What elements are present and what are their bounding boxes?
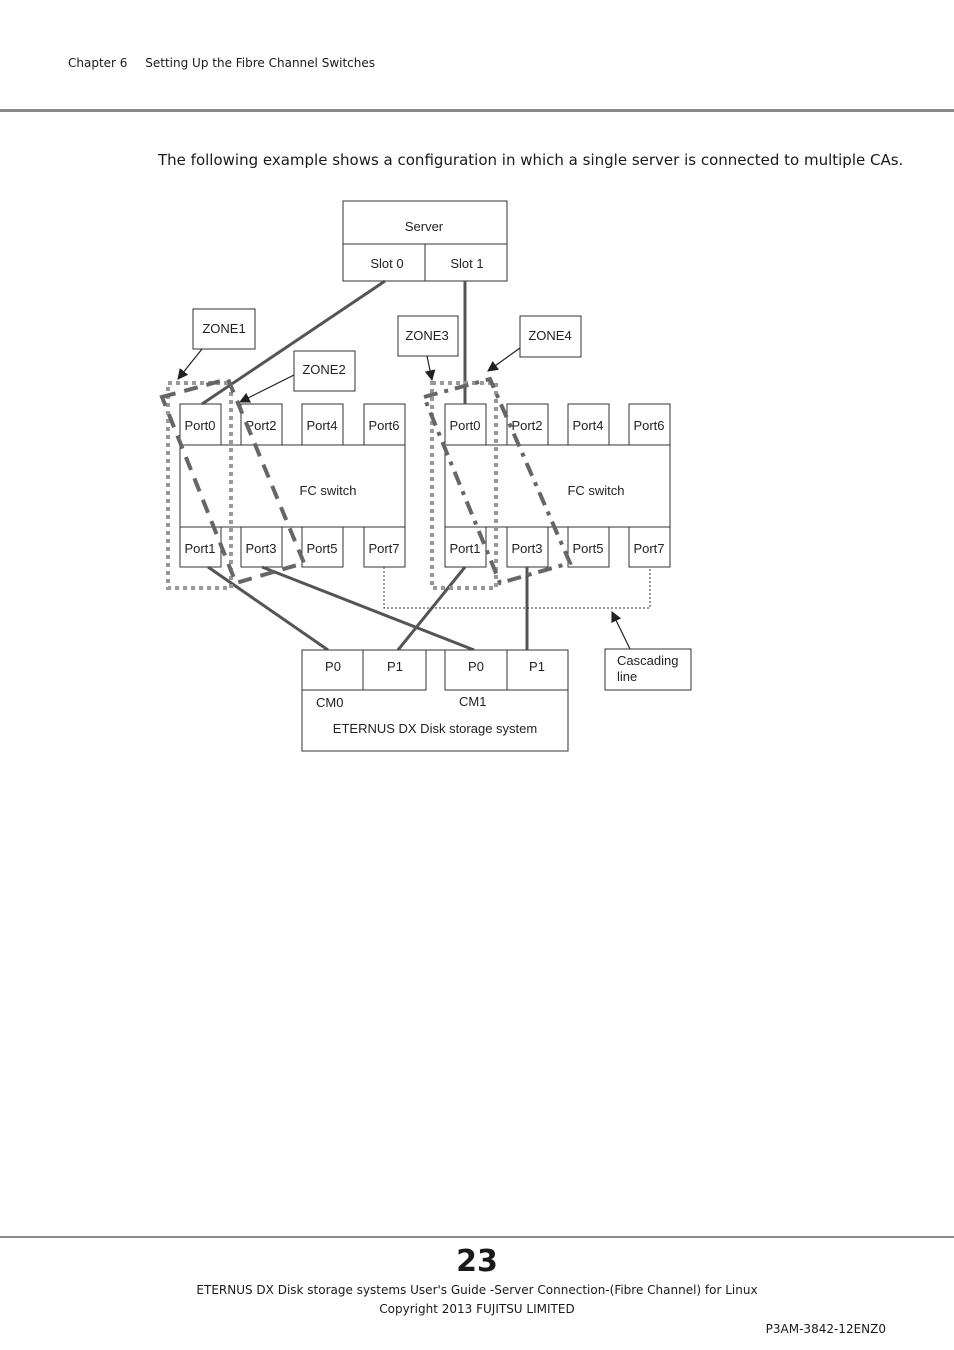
footer-copyright: Copyright 2013 FUJITSU LIMITED <box>379 1302 575 1316</box>
zone1-label: ZONE1 <box>202 321 245 336</box>
zone4-label: ZONE4 <box>528 328 571 343</box>
zone4-callout: ZONE4 <box>487 315 582 372</box>
zone2-callout: ZONE2 <box>239 350 356 403</box>
right-port2: Port2 <box>511 418 542 433</box>
left-port0: Port0 <box>184 418 215 433</box>
slot0-label: Slot 0 <box>370 256 403 271</box>
cable-left-port1-cm0-p0 <box>207 565 329 652</box>
footer-rule <box>0 1236 954 1238</box>
right-port0: Port0 <box>449 418 480 433</box>
cm1-label: CM1 <box>459 694 486 709</box>
switch-right-label: FC switch <box>567 483 624 498</box>
cm1-p0-label: P0 <box>468 659 484 674</box>
page-number: 23 <box>456 1244 498 1279</box>
document-id: P3AM-3842-12ENZ0 <box>765 1322 886 1336</box>
footer-title: ETERNUS DX Disk storage systems User's G… <box>196 1283 758 1297</box>
right-port3: Port3 <box>511 541 542 556</box>
left-port1: Port1 <box>184 541 215 556</box>
cascading-callout: Cascading line <box>604 611 692 691</box>
cascading-label-line2: line <box>617 669 637 684</box>
zone3-label: ZONE3 <box>405 328 448 343</box>
zone1-callout: ZONE1 <box>177 308 256 380</box>
running-header: Chapter 6 Setting Up the Fibre Channel S… <box>68 56 389 70</box>
right-port7: Port7 <box>633 541 664 556</box>
cable-slot0-left-port0 <box>201 279 386 406</box>
left-port6: Port6 <box>368 418 399 433</box>
fc-switch-left: FC switch Port0 Port2 Port4 Port6 Port1 … <box>179 403 406 568</box>
header-title: Setting Up the Fibre Channel Switches <box>145 56 376 70</box>
slot1-label: Slot 1 <box>450 256 483 271</box>
cascading-line <box>383 567 651 609</box>
zone4-boundary-dashdot <box>421 376 573 586</box>
server-box: Server Slot 0 Slot 1 <box>342 200 508 282</box>
left-port7: Port7 <box>368 541 399 556</box>
left-port3: Port3 <box>245 541 276 556</box>
cable-left-port3-cm1-p0 <box>261 565 475 652</box>
cm1-p1-label: P1 <box>529 659 545 674</box>
cm0-p0-label: P0 <box>325 659 341 674</box>
right-port6: Port6 <box>633 418 664 433</box>
cm0-p1-label: P1 <box>387 659 403 674</box>
zone3-callout: ZONE3 <box>397 315 459 382</box>
eternus-storage: P0 P1 P0 P1 CM0 CM1 ETERNUS DX Disk stor… <box>301 649 569 752</box>
zone1-boundary-dotted <box>166 381 233 590</box>
header-rule <box>0 109 954 112</box>
server-label: Server <box>405 219 444 234</box>
right-port5: Port5 <box>572 541 603 556</box>
cascading-label-line1: Cascading <box>617 653 678 668</box>
zone3-boundary-dotted <box>430 381 498 590</box>
fc-switch-right: FC switch Port0 Port2 Port4 Port6 Port1 … <box>444 403 671 568</box>
left-port5: Port5 <box>306 541 337 556</box>
left-port2: Port2 <box>245 418 276 433</box>
right-port4: Port4 <box>572 418 603 433</box>
left-port4: Port4 <box>306 418 337 433</box>
cm0-label: CM0 <box>316 695 343 710</box>
intro-paragraph: The following example shows a configurat… <box>158 151 904 169</box>
storage-label: ETERNUS DX Disk storage system <box>333 721 537 736</box>
header-chapter: Chapter 6 <box>68 56 128 70</box>
switch-left-label: FC switch <box>299 483 356 498</box>
right-port1: Port1 <box>449 541 480 556</box>
zone2-label: ZONE2 <box>302 362 345 377</box>
